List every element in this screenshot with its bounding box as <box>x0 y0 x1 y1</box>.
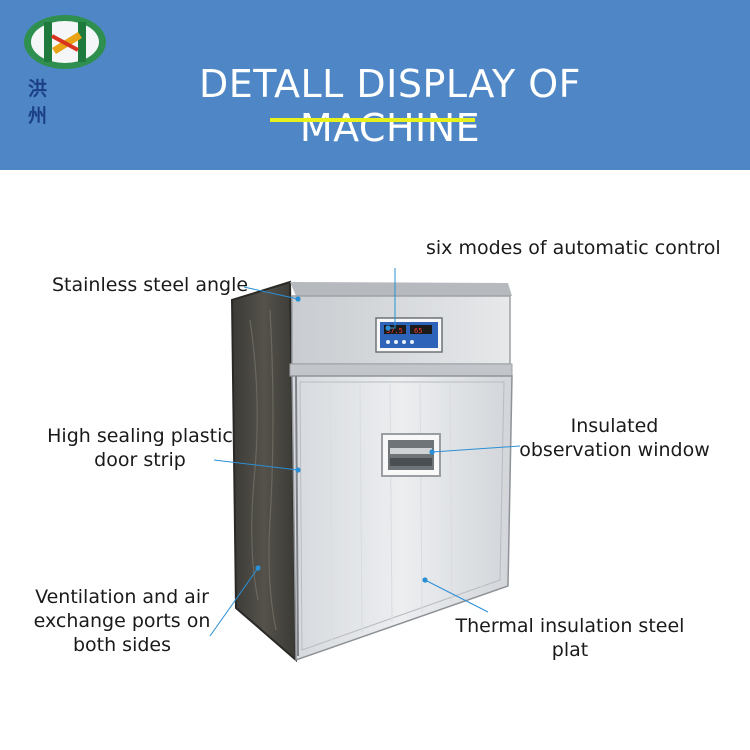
callout-door-strip-line1: High sealing plastic <box>47 425 233 447</box>
callout-control: six modes of automatic control <box>426 237 721 259</box>
callout-vent-line3: both sides <box>72 634 172 656</box>
callout-window-line2: observation window <box>519 439 710 461</box>
side-panel <box>230 280 298 663</box>
brand-name: 洪 州 <box>28 78 60 127</box>
leader-strip <box>213 459 299 471</box>
callout-window: Insulated observation window <box>512 414 717 462</box>
callout-vent-line1: Ventilation and air <box>35 586 209 608</box>
leader-window <box>431 445 521 453</box>
title-underline <box>270 118 475 122</box>
leader-vent <box>209 567 259 637</box>
leader-lines <box>209 268 521 637</box>
callout-door-strip-line2: door strip <box>94 449 186 471</box>
leader-angle <box>243 286 299 300</box>
brand-logo-icon <box>24 15 106 69</box>
header-banner: 洪 州 DETALL DISPLAY OF MACHINE <box>0 0 750 170</box>
callout-plate-line1: Thermal insulation steel <box>455 615 685 637</box>
humidity-display: 65 <box>414 327 422 335</box>
callout-window-line1: Insulated <box>570 415 659 437</box>
callout-plate: Thermal insulation steel plat <box>450 614 690 662</box>
callout-vent-line2: exchange ports on <box>33 610 211 632</box>
door-panel <box>291 375 513 662</box>
callout-angle: Stainless steel angle <box>52 274 249 296</box>
temperature-display: 37.5 <box>386 327 403 335</box>
control-panel: 37.5 65 <box>375 317 443 353</box>
observation-window <box>381 433 441 477</box>
callout-ventilation: Ventilation and air exchange ports on bo… <box>22 585 222 657</box>
page-title: DETALL DISPLAY OF MACHINE <box>198 62 582 150</box>
leader-dots <box>255 296 435 583</box>
callout-door-strip: High sealing plastic door strip <box>30 424 250 472</box>
callout-plate-line2: plat <box>551 639 589 661</box>
leader-plate <box>424 579 489 613</box>
